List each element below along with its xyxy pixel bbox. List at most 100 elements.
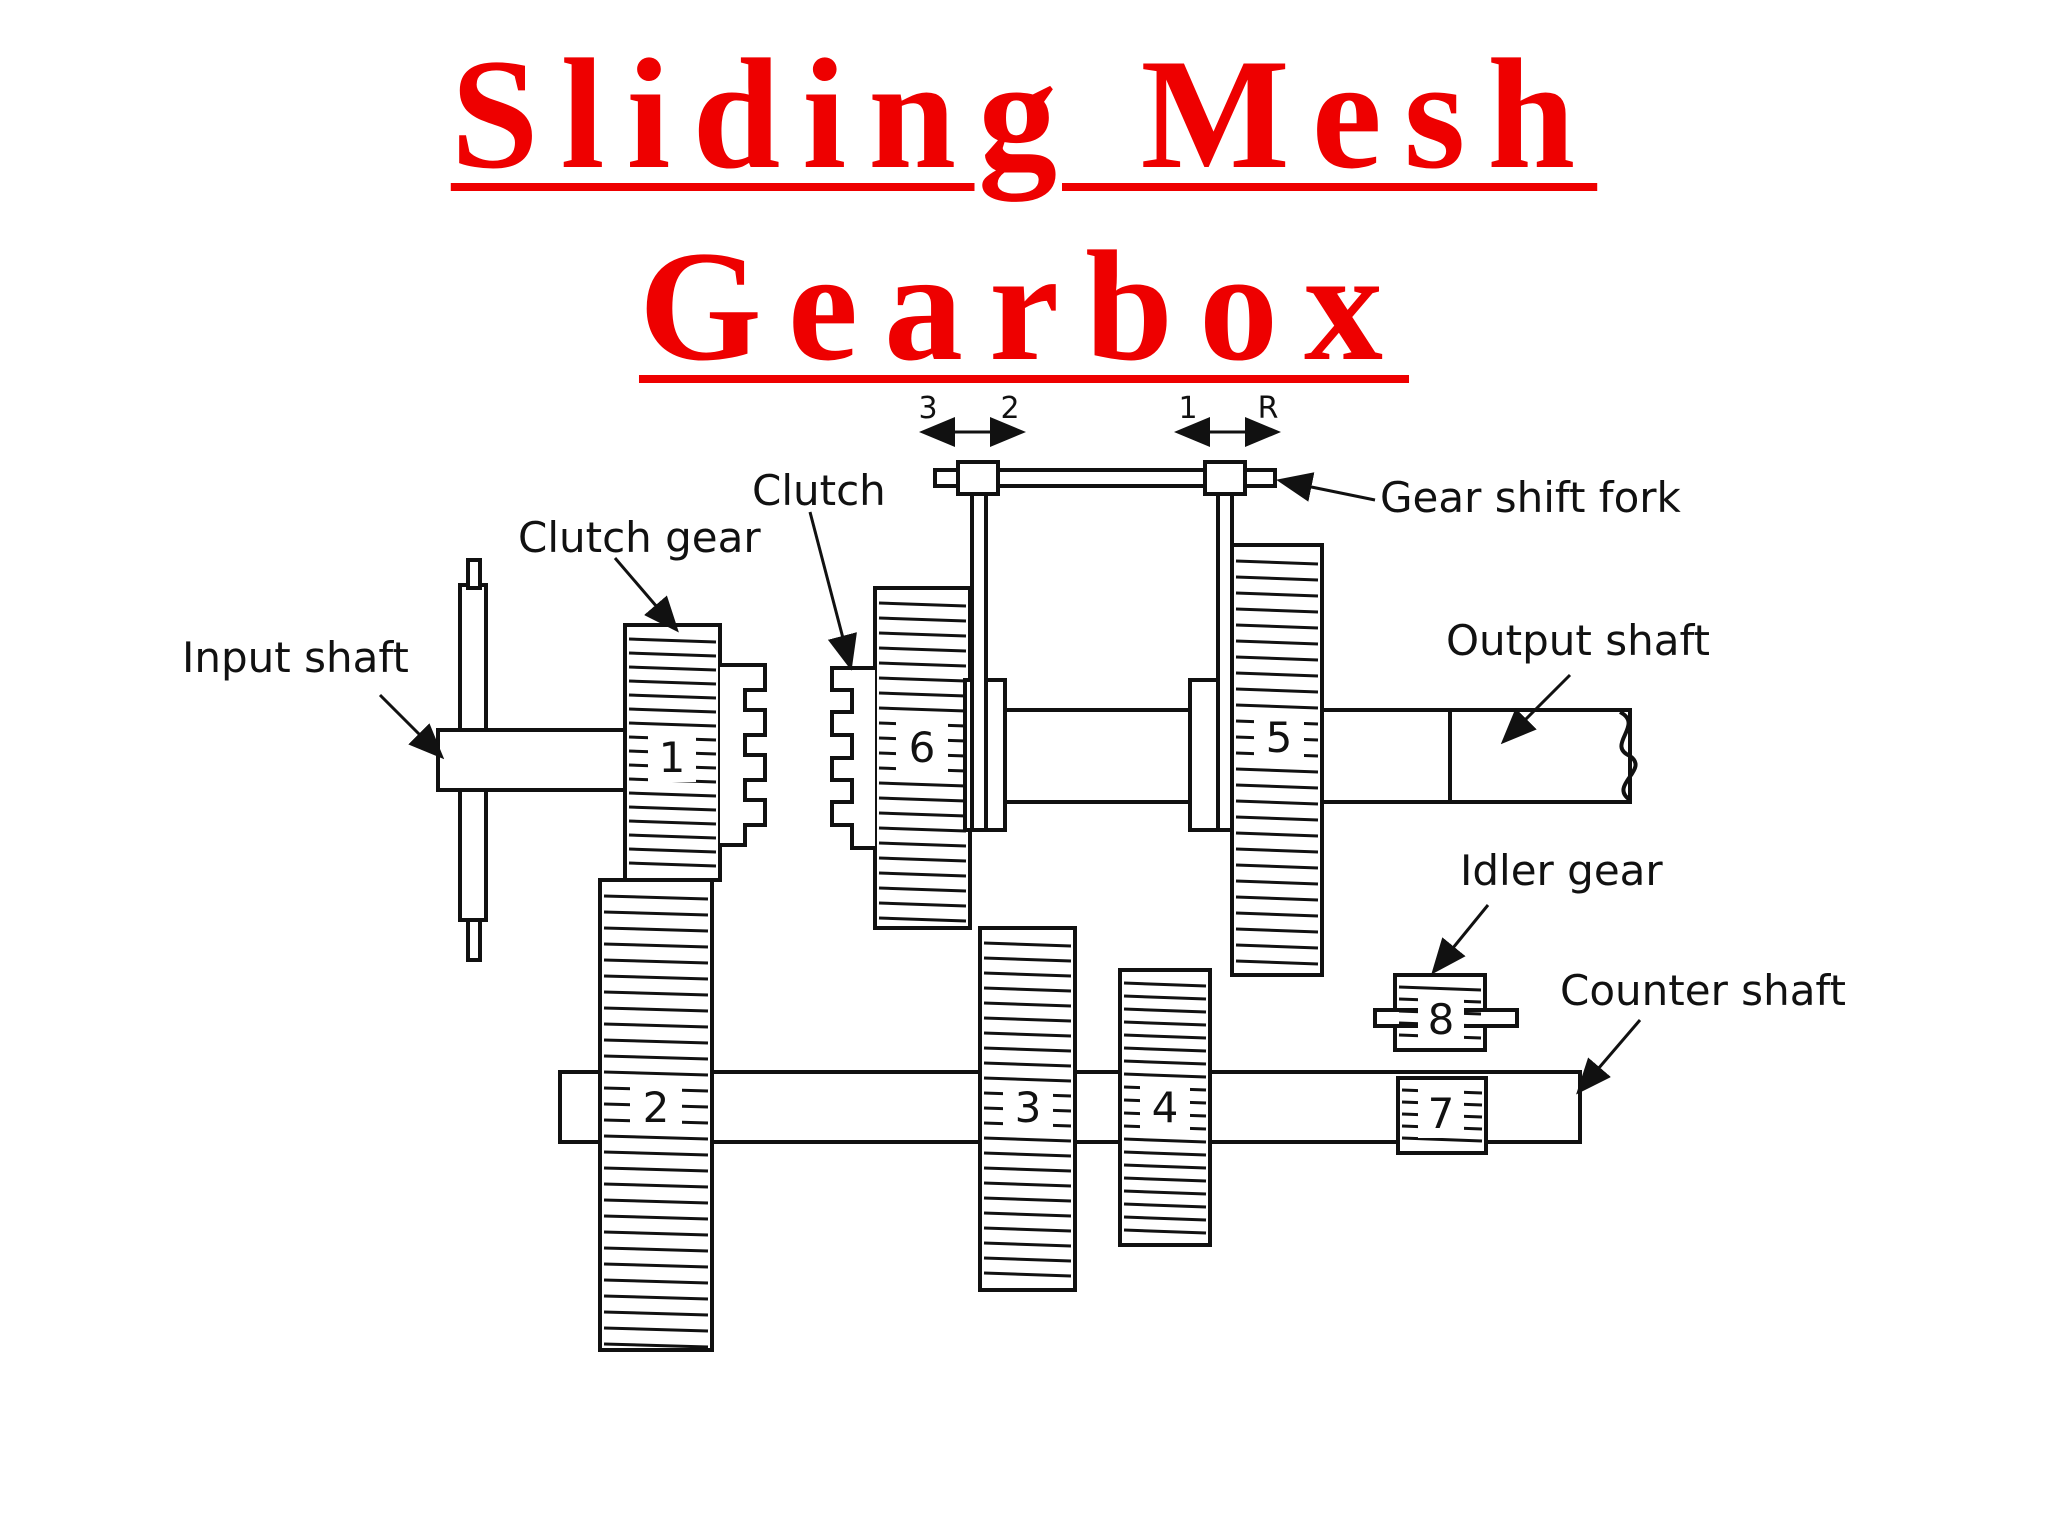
gear-tooth-line [603, 1342, 709, 1349]
gear-tooth-line [628, 693, 717, 700]
gear-tooth-line [878, 691, 967, 698]
gear-tooth-line [983, 1181, 1072, 1188]
leader-idler-gear [1431, 904, 1490, 975]
leader-input-shaft [378, 693, 445, 760]
gear-tooth-line [983, 956, 1072, 963]
gear-number-8: 8 [1428, 995, 1455, 1044]
fork-left [970, 492, 988, 832]
label-clutch-gear: Clutch gear [518, 513, 761, 562]
gear-tooth-line [603, 1134, 709, 1141]
gear-tooth-line [603, 1262, 709, 1269]
gear-tooth-line [1235, 847, 1319, 854]
gear-tooth-line [1123, 1007, 1207, 1014]
gear-tooth-line [983, 1136, 1072, 1143]
label-counter-shaft: Counter shaft [1560, 966, 1846, 1015]
gear-tooth-line [603, 926, 709, 933]
gear-tooth-line [878, 871, 967, 878]
label-output-shaft: Output shaft [1446, 616, 1710, 665]
gear-tooth-line [1235, 879, 1319, 886]
gear-tooth-line [878, 916, 967, 923]
output-shaft-break [1618, 710, 1638, 802]
gear-number-3: 3 [1015, 1083, 1042, 1132]
gear-number-2: 2 [643, 1083, 670, 1132]
gear-tooth-line [628, 819, 717, 826]
gear-tooth-line [1235, 655, 1319, 662]
gear-tooth-line [1235, 671, 1319, 678]
gear-tooth-line [983, 1256, 1072, 1263]
input-shaft-bottom-stub [466, 918, 482, 962]
gear-tooth-line [603, 1038, 709, 1045]
gear-tooth-line [1235, 959, 1319, 966]
fork-block-left [956, 460, 1000, 496]
gear-tooth-line [603, 894, 709, 901]
gear-number-1: 1 [659, 733, 686, 782]
leader-output-shaft [1500, 673, 1572, 745]
leader-clutch [808, 511, 857, 671]
gear-tooth-line [1401, 1136, 1483, 1143]
gear-tooth-line [628, 847, 717, 854]
gear-tooth-line [603, 1054, 709, 1061]
gear-tooth-line [1123, 1215, 1207, 1222]
label-input-shaft: Input shaft [182, 633, 409, 682]
gear-tooth-line [878, 631, 967, 638]
gear-tooth-line [878, 646, 967, 653]
gear-tooth-line [1235, 703, 1319, 710]
gear-tooth-line [983, 1241, 1072, 1248]
clutch-teeth-gear-6 [830, 666, 875, 850]
gear-tooth-line [628, 833, 717, 840]
gear-number-5: 5 [1266, 713, 1293, 762]
title-line-2: Gearbox [638, 219, 1410, 394]
gear-tooth-line [603, 1294, 709, 1301]
gear-tooth-line [1123, 981, 1207, 988]
gear-tooth-line [1235, 575, 1319, 582]
gear-tooth-line [603, 1246, 709, 1253]
gear-tooth-line [983, 1151, 1072, 1158]
leader-gear-shift-fork [1276, 472, 1376, 502]
gear-tooth-line [628, 805, 717, 812]
gear-tooth-line [1235, 831, 1319, 838]
gear-tooth-line [878, 901, 967, 908]
shift-position-1: 1 [1178, 391, 1197, 426]
gear-tooth-line [603, 1214, 709, 1221]
label-idler-gear: Idler gear [1460, 846, 1663, 895]
gear-number-7: 7 [1428, 1089, 1455, 1138]
gear-tooth-line [983, 1076, 1072, 1083]
gear-tooth-line [1235, 863, 1319, 870]
gear-tooth-line [1235, 623, 1319, 630]
gear-tooth-line [878, 886, 967, 893]
gear-tooth-line [983, 1196, 1072, 1203]
gear-tooth-line [1123, 1163, 1207, 1170]
clutch-teeth-gear-1 [720, 663, 767, 847]
output-shaft-end [1448, 708, 1632, 804]
gear-tooth-line [983, 1211, 1072, 1218]
gear-tooth-line [878, 706, 967, 713]
gear-tooth-line [983, 1061, 1072, 1068]
gear-tooth-line [1235, 767, 1319, 774]
gear-tooth-line [878, 856, 967, 863]
gear-tooth-line [1123, 1059, 1207, 1066]
input-shaft-top-stub [466, 558, 482, 590]
gear-tooth-line [603, 1198, 709, 1205]
gear-number-6: 6 [909, 723, 936, 772]
gear-tooth-line [1235, 815, 1319, 822]
gear-tooth-line [1235, 591, 1319, 598]
gear-tooth-line [878, 826, 967, 833]
gear-tooth-line [1123, 1046, 1207, 1053]
gear-tooth-line [878, 796, 967, 803]
gear-tooth-line [1123, 1150, 1207, 1157]
title-line-1: Sliding Mesh [450, 27, 1598, 202]
gear-tooth-line [878, 661, 967, 668]
gear-tooth-line [628, 791, 717, 798]
shift-rail [933, 468, 1277, 488]
gear-tooth-line [1235, 799, 1319, 806]
label-clutch: Clutch [752, 466, 886, 515]
gear-tooth-line [1123, 1137, 1207, 1144]
gear-tooth-line [603, 1278, 709, 1285]
gear-tooth-line [603, 958, 709, 965]
leader-clutch-gear [613, 557, 679, 633]
gear-tooth-line [983, 1031, 1072, 1038]
gear-tooth-line [628, 721, 717, 728]
gear-tooth-line [1123, 1202, 1207, 1209]
gear-tooth-line [983, 941, 1072, 948]
gear-tooth-line [1235, 927, 1319, 934]
